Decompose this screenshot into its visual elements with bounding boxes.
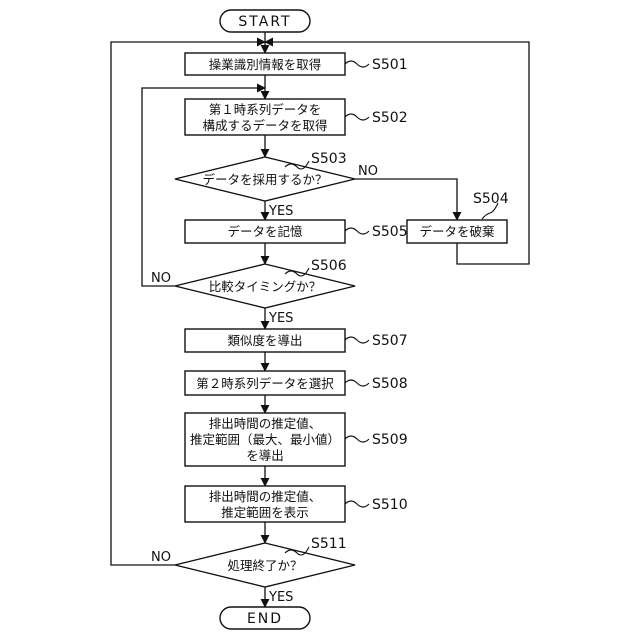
- process-s509-text-line2: 推定範囲（最大、最小値）: [190, 432, 340, 447]
- end-label: END: [247, 611, 283, 627]
- process-s508-text: 第２時系列データを選択: [196, 376, 334, 391]
- step-id-s505: S505: [372, 224, 408, 240]
- process-s505-text: データを記憶: [227, 224, 303, 239]
- arrow-s503-no-to-s504: [355, 179, 457, 220]
- process-s502-text-line1: 第１時系列データを: [209, 102, 322, 117]
- leader-s502: [345, 114, 369, 120]
- process-s509-text-line3: を導出: [246, 448, 284, 463]
- process-s510: 排出時間の推定値、 推定範囲を表示: [185, 486, 345, 522]
- step-id-s503: S503: [311, 151, 347, 167]
- process-s501: 操業識別情報を取得: [185, 53, 345, 75]
- branch-s503-no: NO: [358, 164, 378, 179]
- leader-s508: [345, 380, 369, 386]
- process-s509: 排出時間の推定値、 推定範囲（最大、最小値） を導出: [185, 413, 345, 466]
- process-s505: データを記憶: [185, 220, 345, 243]
- process-s507-text: 類似度を導出: [227, 333, 302, 348]
- step-id-s510: S510: [372, 497, 408, 513]
- branch-s506-no: NO: [151, 271, 171, 286]
- step-id-s509: S509: [372, 432, 408, 448]
- process-s502: 第１時系列データを 構成するデータを取得: [185, 99, 345, 135]
- start-terminal: START: [220, 10, 310, 32]
- process-s509-text-line1: 排出時間の推定値、: [209, 416, 322, 431]
- branch-s503-yes: YES: [268, 204, 293, 219]
- step-id-s508: S508: [372, 376, 408, 392]
- process-s508: 第２時系列データを選択: [185, 371, 345, 395]
- leader-s510: [345, 501, 369, 507]
- decision-s503-text: データを採用するか？: [202, 172, 327, 187]
- step-id-s501: S501: [372, 57, 408, 73]
- leader-s509: [345, 436, 369, 442]
- process-s501-text: 操業識別情報を取得: [209, 57, 322, 72]
- end-terminal: END: [220, 607, 310, 629]
- leader-s505: [345, 228, 369, 234]
- step-id-s504: S504: [473, 191, 509, 207]
- leader-s507: [345, 337, 369, 343]
- step-id-s506: S506: [311, 258, 347, 274]
- step-id-s502: S502: [372, 110, 408, 126]
- branch-s511-yes: YES: [268, 590, 293, 605]
- branch-s511-no: NO: [151, 550, 171, 565]
- leader-s501: [345, 61, 369, 67]
- process-s504: データを破棄: [407, 220, 507, 243]
- process-s502-text-line2: 構成するデータを取得: [202, 118, 327, 133]
- start-label: START: [238, 14, 291, 30]
- decision-s506-text: 比較タイミングか？: [209, 279, 322, 294]
- branch-s506-yes: YES: [268, 311, 293, 326]
- step-id-s511: S511: [311, 536, 347, 552]
- process-s507: 類似度を導出: [185, 329, 345, 352]
- process-s510-text-line2: 推定範囲を表示: [221, 505, 309, 520]
- process-s504-text: データを破棄: [419, 224, 495, 239]
- decision-s511-text: 処理終了か？: [227, 558, 302, 573]
- process-s510-text-line1: 排出時間の推定値、: [209, 489, 322, 504]
- step-id-s507: S507: [372, 333, 408, 349]
